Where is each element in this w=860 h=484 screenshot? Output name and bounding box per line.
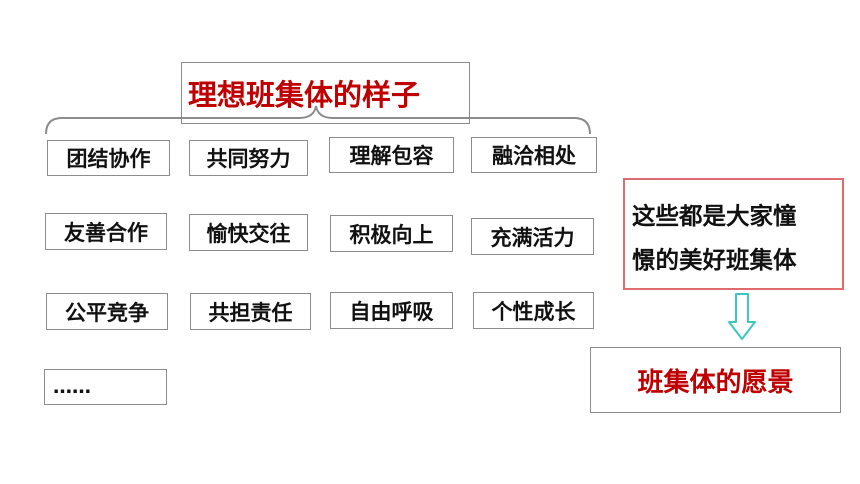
- diagram-title: 理想班集体的样子: [181, 62, 470, 124]
- note-line-2: 憬的美好班集体: [632, 246, 797, 274]
- note-line-1: 这些都是大家憧: [632, 202, 797, 230]
- trait-box: 共担责任: [190, 293, 311, 330]
- vision-box: 班集体的愿景: [590, 347, 841, 413]
- trait-box: 友善合作: [45, 213, 167, 250]
- trait-box: 充满活力: [471, 218, 594, 255]
- trait-box: 团结协作: [47, 140, 170, 176]
- trait-box: 愉快交往: [189, 214, 308, 251]
- trait-box: 积极向上: [330, 215, 453, 252]
- trait-box: 公平竞争: [46, 293, 168, 330]
- curly-brace: [45, 105, 591, 135]
- trait-box: 共同努力: [189, 140, 308, 176]
- trait-box: 个性成长: [473, 292, 594, 329]
- down-arrow-icon: [728, 293, 756, 340]
- trait-box: 理解包容: [329, 137, 454, 173]
- trait-box: 自由呼吸: [330, 292, 453, 329]
- trait-box: 融洽相处: [471, 137, 597, 173]
- more-box: ……: [44, 369, 167, 405]
- note-box: 这些都是大家憧 憬的美好班集体: [623, 178, 844, 290]
